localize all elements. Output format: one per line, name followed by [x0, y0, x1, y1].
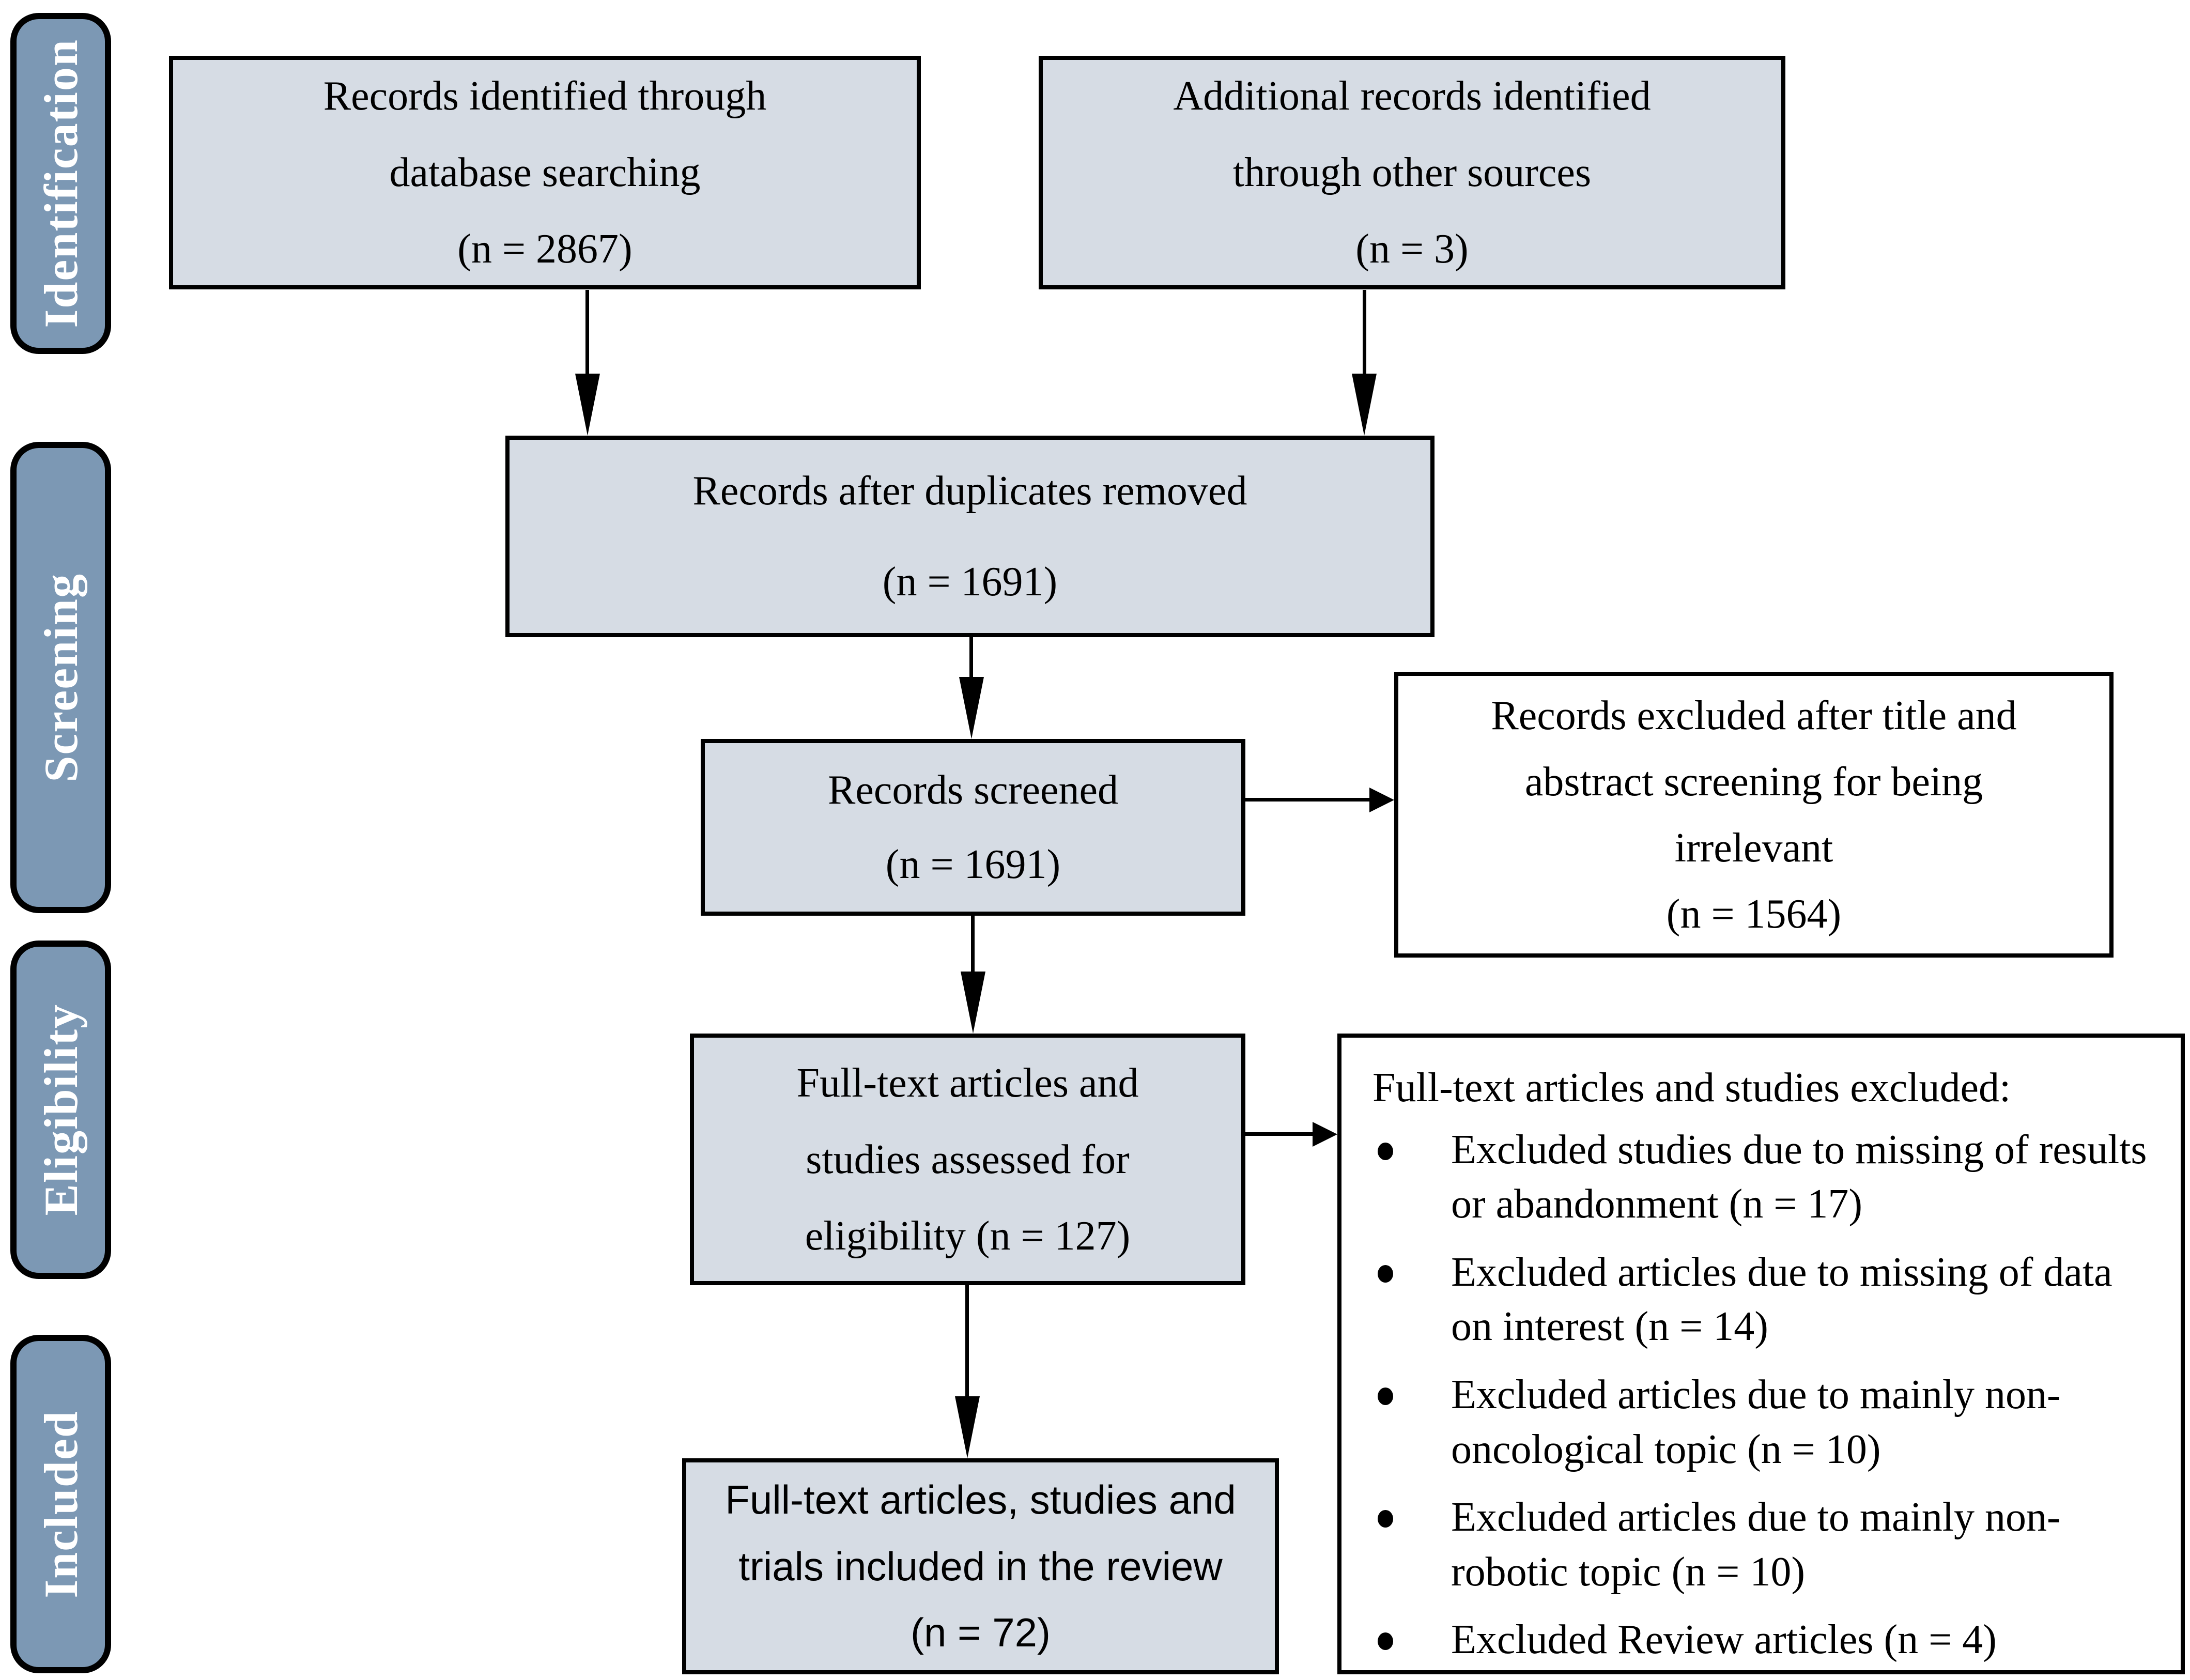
- arrow-assessed-to-excluded-head-icon: [1313, 1122, 1337, 1147]
- box-records-identified: Records identified through database sear…: [169, 56, 921, 289]
- stage-screening: Screening: [10, 442, 111, 913]
- excluded-list-item: Excluded articles due to mainly non-robo…: [1378, 1490, 2155, 1599]
- box-included-review: Full-text articles, studies and trials i…: [682, 1458, 1279, 1674]
- box-text-line: (n = 1691): [882, 559, 1058, 605]
- arrow-assessed-to-included-line: [965, 1285, 969, 1396]
- box-text-line: (n = 72): [911, 1610, 1051, 1656]
- arrow-screened-to-assessed-line: [971, 916, 975, 972]
- excluded-list-header: Full-text articles and studies excluded:: [1372, 1065, 2011, 1111]
- box-text-line: eligibility (n = 127): [805, 1213, 1131, 1259]
- arrow-additional-to-duplicates-line: [1363, 290, 1366, 374]
- stage-included: Included: [10, 1335, 111, 1673]
- box-text-line: Records screened: [828, 767, 1118, 813]
- box-records-screened: Records screened (n = 1691): [701, 739, 1245, 916]
- arrow-identified-to-duplicates-line: [585, 290, 589, 374]
- arrow-duplicates-to-screened-line: [969, 637, 973, 677]
- box-records-excluded-screening: Records excluded after title and abstrac…: [1394, 672, 2114, 958]
- box-text-line: (n = 1691): [885, 842, 1061, 887]
- box-text-line: (n = 3): [1355, 226, 1469, 272]
- box-duplicates-removed: Records after duplicates removed (n = 16…: [505, 436, 1435, 637]
- excluded-list-item: Excluded Review articles (n = 4): [1378, 1613, 2155, 1668]
- box-text-line: (n = 2867): [457, 226, 633, 272]
- box-text-line: irrelevant: [1674, 825, 1833, 871]
- stage-eligibility-label: Eligibility: [34, 1004, 87, 1216]
- box-text-line: trials included in the review: [738, 1543, 1223, 1589]
- excluded-list-item: Excluded articles due to missing of data…: [1378, 1245, 2155, 1354]
- arrow-screened-to-assessed-head-icon: [961, 972, 985, 1034]
- stage-identification: Identification: [10, 13, 111, 354]
- box-fulltext-assessed: Full-text articles and studies assessed …: [690, 1034, 1245, 1285]
- excluded-list-item: Excluded studies due to missing of resul…: [1378, 1123, 2155, 1232]
- box-text-line: Records identified through: [323, 73, 767, 119]
- stage-included-label: Included: [34, 1410, 87, 1598]
- box-text-line: Full-text articles and: [796, 1060, 1139, 1106]
- arrow-screened-to-excluded-head-icon: [1369, 788, 1394, 812]
- excluded-list: Excluded studies due to missing of resul…: [1372, 1123, 2155, 1668]
- box-text-line: Records after duplicates removed: [692, 468, 1247, 514]
- box-text-line: (n = 1564): [1666, 891, 1842, 937]
- box-text-line: studies assessed for: [806, 1136, 1130, 1182]
- box-fulltext-excluded: Full-text articles and studies excluded:…: [1337, 1034, 2185, 1674]
- stage-identification-label: Identification: [34, 39, 87, 328]
- arrow-identified-to-duplicates-head-icon: [575, 374, 600, 436]
- arrow-duplicates-to-screened-head-icon: [959, 677, 984, 739]
- box-text-line: Additional records identified: [1173, 73, 1651, 119]
- excluded-list-item: Excluded articles due to mainly non-onco…: [1378, 1368, 2155, 1477]
- arrow-assessed-to-excluded-line: [1245, 1132, 1313, 1136]
- stage-eligibility: Eligibility: [10, 941, 111, 1279]
- box-text-line: through other sources: [1232, 150, 1592, 195]
- box-additional-records: Additional records identified through ot…: [1039, 56, 1785, 289]
- arrow-additional-to-duplicates-head-icon: [1352, 374, 1377, 436]
- stage-screening-label: Screening: [34, 573, 87, 782]
- arrow-assessed-to-included-head-icon: [955, 1396, 980, 1458]
- box-text-line: Records excluded after title and: [1491, 692, 2017, 738]
- arrow-screened-to-excluded-line: [1245, 798, 1369, 802]
- box-text-line: database searching: [389, 150, 701, 195]
- box-text-line: Full-text articles, studies and: [725, 1476, 1236, 1522]
- box-text-line: abstract screening for being: [1524, 759, 1983, 805]
